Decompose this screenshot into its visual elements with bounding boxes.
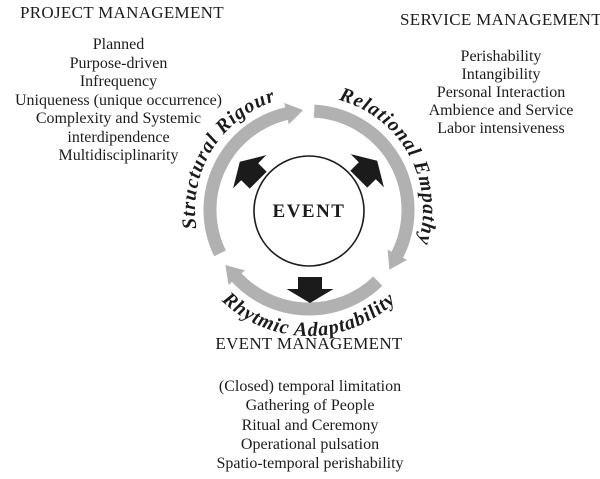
event-management-heading: EVENT MANAGEMENT <box>215 334 403 353</box>
list-item: Gathering of People <box>245 397 375 415</box>
list-item: Multidisciplinarity <box>58 147 179 164</box>
list-item: Complexity and Systemic <box>35 110 202 127</box>
list-item: Perishability <box>460 48 542 65</box>
ring-arc-bottom <box>225 265 383 316</box>
list-item: Purpose-driven <box>69 54 168 72</box>
service-management-heading: SERVICE MANAGEMENT <box>400 10 600 29</box>
list-item: interdipendence <box>67 128 170 146</box>
project-characteristics-list: Planned Purpose-driven Infrequency Uniqu… <box>0 36 237 166</box>
outward-arrow-south-icon <box>286 277 334 303</box>
list-item: Personal Interaction <box>436 84 566 101</box>
ring-arc-left <box>203 102 304 257</box>
list-item: Ritual and Ceremony <box>241 416 379 434</box>
event-circle <box>253 155 365 267</box>
outward-arrow-northwest-icon <box>233 155 267 189</box>
list-item: Uniqueness (unique occurrence) <box>14 91 223 109</box>
service-characteristics-list: Perishability Intangibility Personal Int… <box>402 48 600 138</box>
event-characteristics-list: (Closed) temporal limitation Gathering o… <box>155 377 465 473</box>
list-item: Ambience and Service <box>428 102 574 119</box>
list-item: Operational pulsation <box>240 435 380 453</box>
list-item: Intangibility <box>461 66 541 83</box>
list-item: Planned <box>92 36 145 53</box>
event-label: EVENT <box>273 201 346 222</box>
list-item: Labor intensiveness <box>437 120 565 137</box>
list-item: Spatio-temporal perishability <box>216 455 404 473</box>
project-management-heading: PROJECT MANAGEMENT <box>20 3 224 22</box>
list-item: Infrequency <box>79 73 158 90</box>
outward-arrow-northeast-icon <box>350 154 384 188</box>
ring-arc-right <box>313 104 415 270</box>
list-item: (Closed) temporal limitation <box>218 378 402 395</box>
